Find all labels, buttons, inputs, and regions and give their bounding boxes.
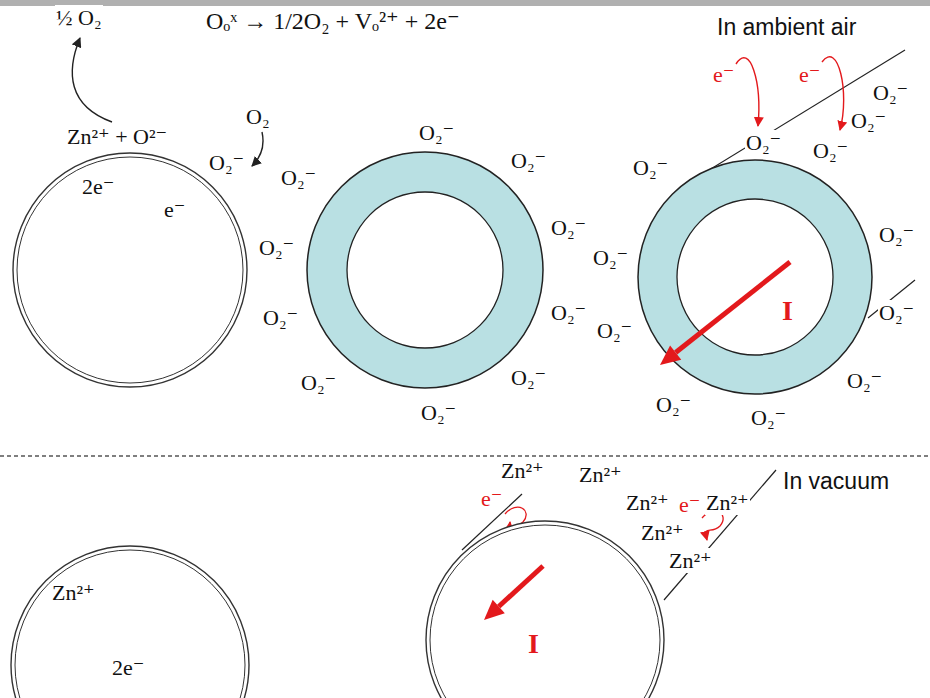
condition-heading: In ambient air [716, 14, 857, 40]
species-label: O₂⁻ [846, 368, 883, 393]
species-label: Zn²⁺ [640, 520, 685, 545]
species-label: O₂⁻ [592, 245, 629, 270]
species-label: O₂⁻ [872, 80, 909, 105]
species-label: Zn²⁺ [625, 490, 670, 515]
species-label: ½ O₂ [55, 5, 103, 30]
species-label: O₂⁻ [510, 365, 547, 390]
charge-label: Zn²⁺ [52, 580, 95, 605]
outer-rim [13, 153, 247, 387]
species-label: Zn²⁺ + O²⁻ [66, 124, 168, 149]
species-label: O₂⁻ [878, 222, 915, 247]
current-arrow [499, 566, 543, 606]
depletion-shell [307, 152, 543, 388]
current-arrow [676, 262, 790, 353]
top-bar [0, 0, 930, 6]
species-label: e⁻ [480, 486, 503, 511]
nanowire-cross-section: I [637, 159, 873, 395]
condition-heading: In vacuum [782, 468, 890, 494]
species-label: O₂ [245, 104, 271, 129]
electron-arrow [702, 511, 723, 540]
current-arrow-head [484, 600, 505, 620]
outer-rim [11, 546, 249, 698]
inner-rim [17, 157, 243, 383]
current-symbol: I [782, 295, 793, 327]
electron-arrow [736, 58, 759, 126]
depletion-shell [638, 160, 872, 394]
species-label: O₂⁻ [878, 300, 915, 325]
species-label: O₂⁻ [418, 120, 455, 145]
reaction-equation: Oₒˣ → 1/2O₂ + Vₒ²⁺ + 2e⁻ [205, 8, 461, 36]
electron-arrow [822, 57, 844, 130]
grain-circle: I [425, 520, 665, 698]
species-label: O₂⁻ [510, 148, 547, 173]
species-label: O₂⁻ [750, 405, 787, 430]
grain-circle: 2e⁻ e⁻ [12, 152, 248, 388]
species-label: O₂⁻ [280, 165, 317, 190]
species-label: O₂⁻ [745, 130, 782, 155]
species-label: O₂⁻ [300, 370, 337, 395]
species-label: O₂⁻ [632, 155, 669, 180]
species-label: O₂⁻ [258, 235, 295, 260]
outer-rim [426, 521, 664, 698]
species-label: O₂⁻ [208, 150, 245, 175]
species-label: O₂⁻ [550, 300, 587, 325]
grain-circle: Zn²⁺ 2e⁻ [10, 545, 250, 698]
species-label: O₂⁻ [812, 138, 849, 163]
species-label: O₂⁻ [262, 305, 299, 330]
inner-rim [15, 550, 245, 698]
circle-outline [425, 520, 665, 698]
inner-rim [430, 525, 660, 698]
species-label: O₂⁻ [850, 108, 887, 133]
species-label: O₂⁻ [550, 215, 587, 240]
species-label: e⁻ [678, 492, 701, 517]
charge-label: 2e⁻ [112, 655, 144, 680]
wire-edge [683, 50, 905, 186]
adsorb-arrow [252, 132, 263, 166]
current-arrow-head [660, 346, 681, 365]
species-label: Zn²⁺ [578, 462, 623, 487]
species-label: Zn²⁺ [500, 458, 545, 483]
species-label: O₂⁻ [596, 318, 633, 343]
charge-label: 2e⁻ [82, 174, 114, 199]
species-label: Zn²⁺ [705, 490, 750, 515]
charge-label: e⁻ [164, 197, 185, 222]
species-label: e⁻ [798, 62, 821, 87]
divider-line [0, 455, 930, 456]
circle-outline [637, 159, 873, 395]
release-arrow [72, 38, 112, 122]
species-label: O₂⁻ [420, 400, 457, 425]
species-label: O₂⁻ [655, 392, 692, 417]
species-label: e⁻ [712, 62, 735, 87]
current-symbol: I [528, 628, 539, 660]
conducting-core [347, 192, 503, 348]
circle-outline [12, 152, 248, 388]
species-label: Zn²⁺ [668, 548, 713, 573]
